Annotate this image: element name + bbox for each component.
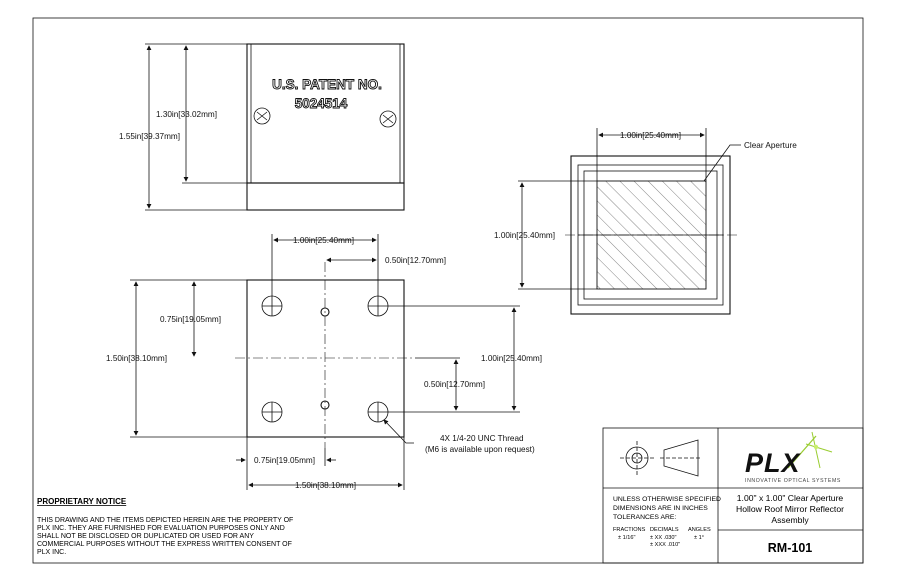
top-view-base (246, 182, 405, 211)
plx-logo: PLX INNOVATIVE OPTICAL SYSTEMS (745, 431, 841, 484)
dim-bottom-left-075: 0.75in[19.05mm] (160, 315, 221, 324)
top-view-body (246, 43, 405, 184)
screw-left-icon (253, 107, 271, 125)
decimals-value: ± XX .030" (650, 535, 677, 541)
notice-line: SHALL NOT BE DISCLOSED OR DUPLICATED OR … (37, 533, 254, 540)
sheet-border (32, 17, 864, 564)
notice-line: COMMERCIAL PURPOSES WITHOUT THE EXPRESS … (37, 541, 292, 548)
decimals-label: DECIMALS (650, 527, 679, 533)
plx-logo-text: PLX (745, 448, 802, 478)
dim-front-height: 1.00in[25.40mm] (494, 231, 555, 240)
plx-logo-tagline: INNOVATIVE OPTICAL SYSTEMS (745, 478, 841, 484)
dim-center-offset-top: 0.50in[12.70mm] (385, 256, 446, 265)
drawing-title-line3: Assembly (771, 515, 809, 525)
pin-hole-bottom (320, 400, 330, 410)
patent-engraving-line1: U.S. PATENT NO. (272, 77, 382, 92)
thread-note-line1: 4X 1/4-20 UNC Thread (440, 434, 524, 443)
bottom-view-body (246, 279, 405, 438)
dim-hole-spacing-top: 1.00in[25.40mm] (293, 236, 354, 245)
patent-engraving-line2: 5024514 (295, 96, 348, 111)
dim-top-height-outer: 1.55in[39.37mm] (119, 132, 180, 141)
pin-hole-top (320, 307, 330, 317)
dim-front-width: 1.00in[25.40mm] (620, 131, 681, 140)
dim-top-height-inner: 1.30in[33.02mm] (156, 110, 217, 119)
dim-bottom-right-100: 1.00in[25.40mm] (481, 354, 542, 363)
drawing-title-line1: 1.00" x 1.00" Clear Aperture (737, 493, 844, 503)
dim-bottom-left-150: 1.50in[38.10mm] (106, 354, 167, 363)
notice-title: PROPRIETARY NOTICE (37, 497, 127, 506)
fractions-value: ± 1/16" (618, 535, 636, 541)
front-view: 1.00in[25.40mm] 1.00in[25.40mm] Clear Ap… (494, 128, 797, 315)
top-view: U.S. PATENT NO. 5024514 1.30in[33.02mm] … (119, 43, 405, 211)
mount-hole-bottom-left (261, 401, 283, 423)
part-number: RM-101 (768, 541, 813, 555)
mount-hole-top-right (367, 295, 389, 317)
proprietary-notice: PROPRIETARY NOTICE THIS DRAWING AND THE … (37, 497, 293, 556)
notice-line: THIS DRAWING AND THE ITEMS DEPICTED HERE… (37, 517, 293, 524)
tolerance-line3: TOLERANCES ARE: (613, 514, 676, 521)
screw-right-icon (379, 110, 397, 128)
notice-line: PLX INC. THEY ARE FURNISHED FOR EVALUATI… (37, 525, 285, 532)
thread-note-line2: (M6 is available upon request) (425, 445, 535, 454)
dim-bottom-075: 0.75in[19.05mm] (254, 456, 315, 465)
drawing-title-line2: Hollow Roof Mirror Reflector (736, 504, 844, 514)
notice-line: PLX INC. (37, 549, 66, 556)
tolerance-line1: UNLESS OTHERWISE SPECIFIED (613, 496, 721, 503)
tolerance-line2: DIMENSIONS ARE IN INCHES (613, 505, 708, 512)
fractions-label: FRACTIONS (613, 527, 646, 533)
bottom-view: 1.00in[25.40mm] 0.50in[12.70mm] 0.75in[1… (106, 234, 542, 490)
dim-bottom-150: 1.50in[38.10mm] (295, 481, 356, 490)
decimals-value: ± XXX .010" (650, 542, 680, 548)
mount-hole-bottom-right (367, 401, 389, 423)
angles-value: ± 1° (694, 535, 704, 541)
clear-aperture-callout: Clear Aperture (744, 141, 797, 150)
dim-bottom-right-050: 0.50in[12.70mm] (424, 380, 485, 389)
title-block: UNLESS OTHERWISE SPECIFIED DIMENSIONS AR… (602, 427, 864, 564)
angles-label: ANGLES (688, 527, 711, 533)
third-angle-projection-icon (620, 439, 702, 477)
mount-hole-top-left (261, 295, 283, 317)
